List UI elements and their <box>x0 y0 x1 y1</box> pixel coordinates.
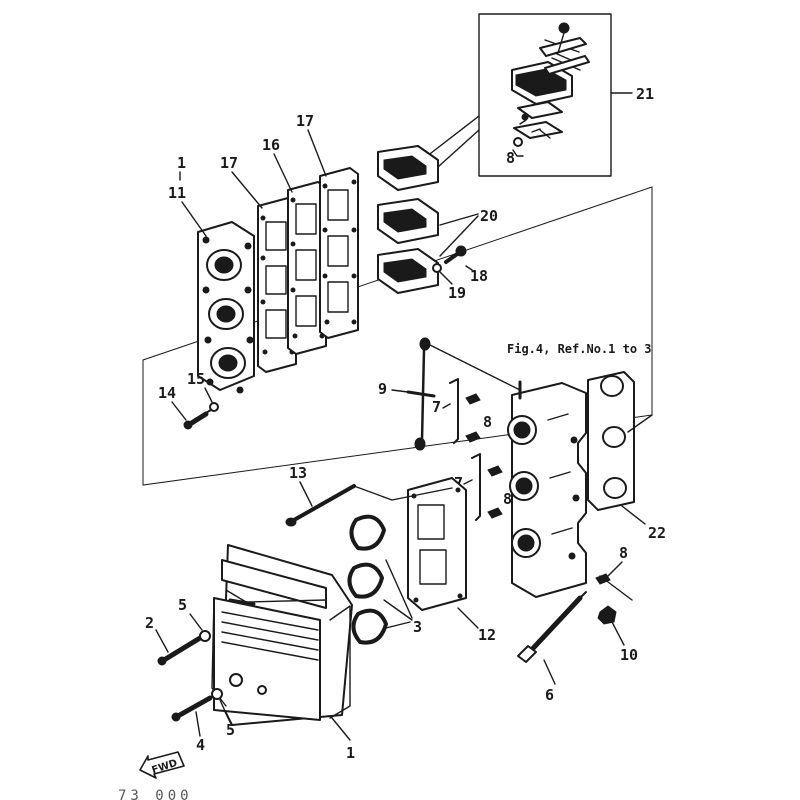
callout-9: 9 <box>378 380 387 398</box>
callout-6: 6 <box>545 686 554 704</box>
callout-1: 1 <box>346 744 355 762</box>
callout-14: 14 <box>158 384 176 402</box>
screw-18 <box>444 245 467 264</box>
callout-13: 13 <box>289 464 307 482</box>
callout-11: 11 <box>168 184 186 202</box>
reference-note: Fig.4, Ref.No.1 to 3 <box>507 342 652 356</box>
bolt-4 <box>171 695 213 722</box>
washer-15 <box>209 402 219 412</box>
long-bolt-13 <box>285 484 356 527</box>
intake-silencer-1 <box>211 544 353 726</box>
nut-10 <box>597 605 617 625</box>
bolt-14 <box>183 406 217 430</box>
callout-19: 19 <box>448 284 466 302</box>
callout-5-lower: 5 <box>226 721 235 739</box>
gasket-12 <box>407 477 467 611</box>
callout-17-right: 17 <box>296 112 314 130</box>
callout-8-inset: 8 <box>506 149 515 167</box>
footer-code: 73 000 <box>118 788 193 800</box>
spacer-plate-16 <box>287 181 327 355</box>
choke-rod-7 <box>449 378 481 521</box>
gasket-17-left <box>257 197 297 373</box>
callout-17-left: 17 <box>220 154 238 172</box>
gasket-17-right <box>319 167 359 339</box>
callout-8-right: 8 <box>619 544 628 562</box>
callout-8-lower: 8 <box>503 490 512 508</box>
seals-3 <box>347 514 388 645</box>
washer-5-lower <box>211 688 223 700</box>
reed-valve-20 <box>377 145 439 294</box>
carburetor-assembly <box>507 380 587 598</box>
callout-2: 2 <box>145 614 154 632</box>
carburetor-gasket-22 <box>587 371 635 511</box>
callout-18: 18 <box>470 267 488 285</box>
callout-15: 15 <box>187 370 205 388</box>
washer-19 <box>432 263 442 273</box>
detail-inset-box <box>478 13 612 177</box>
callout-20: 20 <box>480 207 498 225</box>
washer-5-upper <box>199 630 211 642</box>
callout-10: 10 <box>620 646 638 664</box>
callout-3: 3 <box>413 618 422 636</box>
reed-valve-seat-11 <box>197 221 255 394</box>
callout-22: 22 <box>648 524 666 542</box>
callout-5-upper: 5 <box>178 596 187 614</box>
callout-12: 12 <box>478 626 496 644</box>
callout-21: 21 <box>636 85 654 103</box>
callout-7-upper: 7 <box>432 398 441 416</box>
callout-1-small: 1 <box>177 154 186 172</box>
bolt-6 <box>517 591 587 663</box>
linkage-rod-9 <box>406 337 436 451</box>
bolt-2 <box>157 635 203 666</box>
callout-8-upper: 8 <box>483 413 492 431</box>
forward-arrow-icon: FWD <box>139 751 185 779</box>
callout-16: 16 <box>262 136 280 154</box>
callout-4: 4 <box>196 736 205 754</box>
